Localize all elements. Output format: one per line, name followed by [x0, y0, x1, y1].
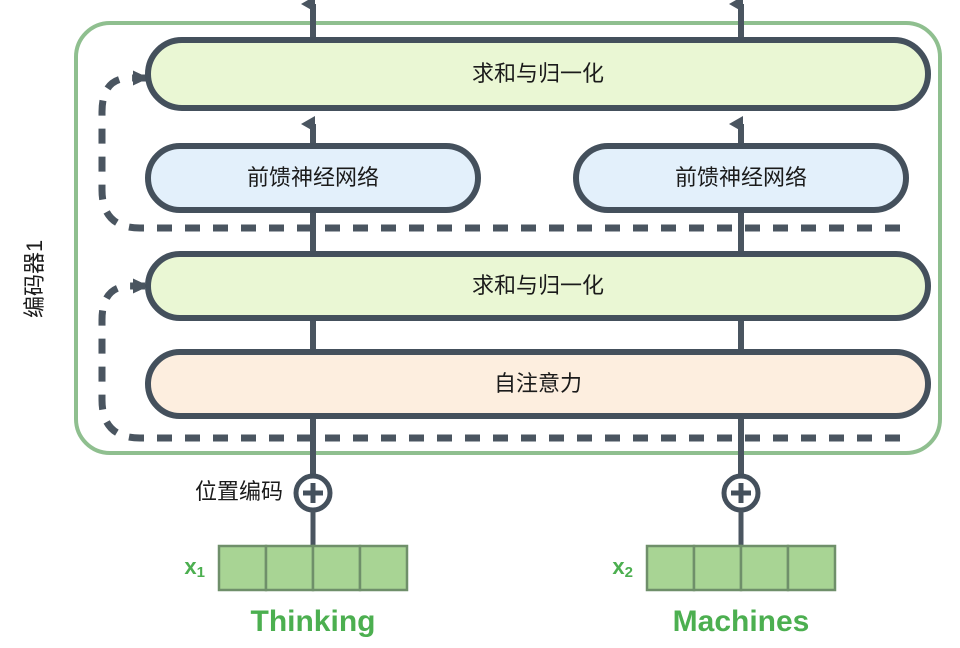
layer-feed-forward-right[interactable]: 前馈神经网络 — [573, 143, 909, 213]
residual-lower-path — [98, 278, 900, 442]
add-norm-bottom-label: 求和与归一化 — [472, 273, 604, 298]
residual-upper-path — [98, 70, 900, 232]
layer-self-attention[interactable]: 自注意力 — [145, 349, 931, 419]
positional-add-icon-1 — [293, 463, 333, 545]
layer-feed-forward-left[interactable]: 前馈神经网络 — [145, 143, 481, 213]
token-2-embedding-cells — [645, 544, 837, 592]
feed-forward-left-box[interactable] — [145, 143, 481, 213]
token-1-vector-symbol: x — [184, 554, 197, 579]
layer-add-norm-bottom[interactable]: 求和与归一化 — [145, 251, 931, 321]
encoder-label: 编码器1 — [22, 240, 47, 318]
token-1-vector-label: x1 — [184, 554, 205, 581]
self-attention-label: 自注意力 — [494, 371, 582, 396]
layer-add-norm-top[interactable]: 求和与归一化 — [145, 37, 931, 111]
feed-forward-right-label: 前馈神经网络 — [675, 165, 807, 190]
token-2-word: Machines — [673, 605, 810, 638]
add-norm-top-label: 求和与归一化 — [472, 61, 604, 86]
embedding-cell — [358, 544, 409, 592]
positional-encoding-label: 位置编码 — [195, 479, 283, 504]
embedding-cell — [739, 544, 790, 592]
token-1: x1 Thinking — [184, 544, 409, 638]
token-2-vector-subscript: 2 — [625, 564, 633, 581]
embedding-cell — [217, 544, 268, 592]
embedding-cell — [311, 544, 362, 592]
token-2-vector-label: x2 — [612, 554, 633, 581]
embedding-cell — [645, 544, 696, 592]
embedding-cell — [692, 544, 743, 592]
positional-add-icon-2 — [721, 463, 761, 545]
token-2-vector-symbol: x — [612, 554, 625, 579]
token-1-vector-subscript: 1 — [197, 564, 205, 581]
feed-forward-left-label: 前馈神经网络 — [247, 165, 379, 190]
add-norm-bottom-box[interactable] — [145, 251, 931, 321]
token-2: x2 Machines — [612, 544, 837, 638]
token-1-embedding-cells — [217, 544, 409, 592]
encoder-boundary — [74, 21, 942, 455]
encoder-container — [74, 21, 942, 455]
feed-forward-right-box[interactable] — [573, 143, 909, 213]
embedding-cell — [786, 544, 837, 592]
token-1-word: Thinking — [251, 605, 376, 638]
residual-connections — [98, 70, 900, 442]
self-attention-box[interactable] — [145, 349, 931, 419]
embedding-cell — [264, 544, 315, 592]
add-norm-top-box[interactable] — [145, 37, 931, 111]
